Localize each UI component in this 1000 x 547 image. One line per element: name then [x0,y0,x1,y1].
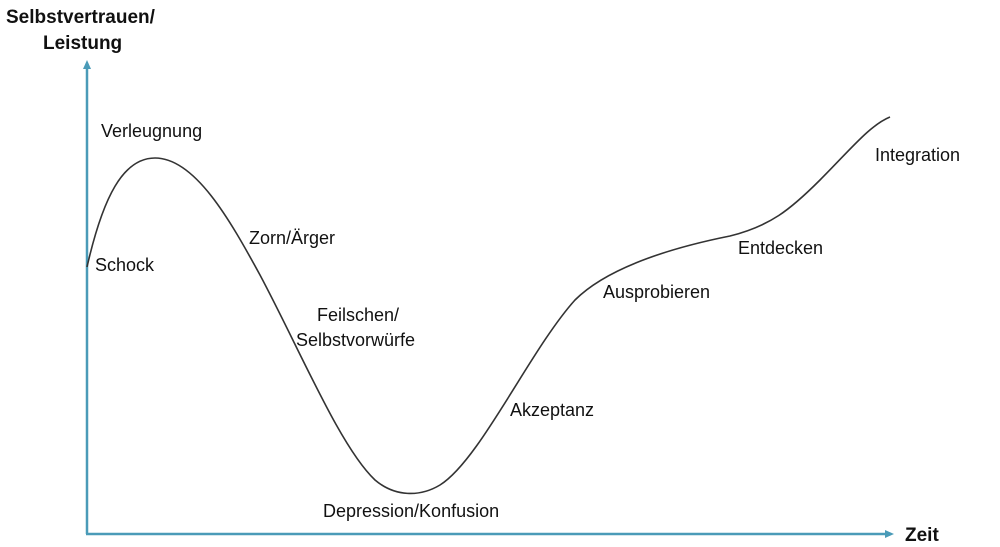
phase-label-feilschen: Feilschen/ [317,305,400,325]
y-axis-arrowhead [83,60,91,69]
phase-label-zorn: Zorn/Ärger [249,228,336,248]
phase-label-selbstvorwuerfe: Selbstvorwürfe [296,330,416,350]
x-axis-label: Zeit [905,525,939,546]
x-axis-arrowhead [885,530,894,538]
y-axis-label-line2: Leistung [43,33,123,54]
phase-label-akzeptanz: Akzeptanz [510,400,595,420]
phase-label-schock: Schock [95,255,155,275]
phase-label-verleugnung: Verleugnung [101,121,203,141]
y-axis-label-line1: Selbstvertrauen/ [6,7,155,28]
phase-label-depression: Depression/Konfusion [323,501,500,521]
phase-label-integration: Integration [875,145,961,165]
phase-label-entdecken: Entdecken [738,238,824,258]
phase-label-ausprobieren: Ausprobieren [603,282,711,302]
change-curve [86,116,891,495]
